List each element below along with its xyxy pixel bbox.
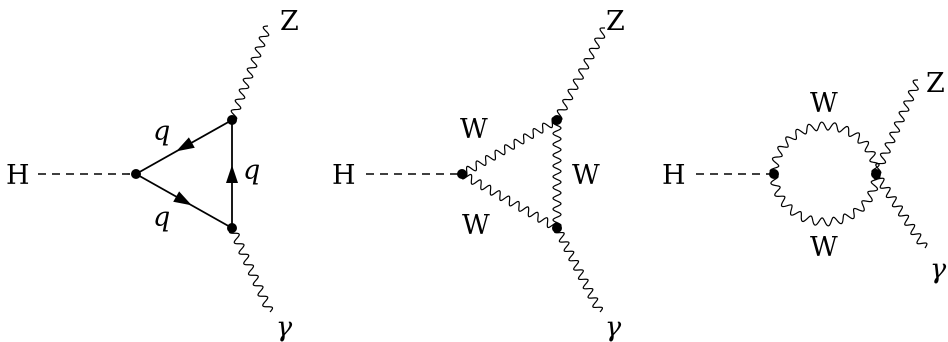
- label-photon: γ: [276, 312, 293, 342]
- label-z: Z: [280, 6, 299, 37]
- label-quark-lower: q: [153, 202, 170, 233]
- photon-line: [228, 227, 274, 313]
- label-photon: γ: [605, 312, 622, 342]
- label-higgs: H: [332, 160, 356, 191]
- vertex-upper: [552, 115, 562, 125]
- label-higgs: H: [662, 160, 686, 191]
- quark-arrow-right: [226, 165, 238, 183]
- label-w-lower: W: [810, 232, 838, 263]
- label-w-lower: W: [462, 210, 490, 241]
- diagram-w-triangle: H Z γ W W W: [332, 6, 625, 342]
- label-quark-right: q: [243, 155, 260, 186]
- w-boson-loop: [769, 121, 881, 227]
- vertex-lower: [227, 223, 237, 233]
- vertex-right: [871, 169, 881, 179]
- vertex-higgs: [131, 169, 141, 179]
- vertex-higgs: [769, 169, 779, 179]
- label-w-right: W: [572, 160, 600, 191]
- quark-arrow-upper: [176, 137, 195, 152]
- vertex-lower: [552, 223, 562, 233]
- diagram-w-bubble: H Z γ W W: [662, 68, 947, 285]
- photon-line: [873, 173, 928, 249]
- w-boson-line-lower: [461, 173, 558, 229]
- label-z: Z: [606, 6, 625, 37]
- label-higgs: H: [6, 160, 30, 191]
- z-boson-line: [556, 27, 606, 121]
- w-boson-line-upper: [461, 117, 558, 177]
- label-photon: γ: [930, 254, 947, 285]
- z-boson-line: [875, 79, 919, 175]
- quark-arrow-lower: [173, 191, 192, 206]
- z-boson-line: [230, 25, 270, 121]
- vertex-upper: [227, 115, 237, 125]
- w-boson-line-right: [552, 119, 562, 229]
- label-z: Z: [926, 68, 945, 99]
- label-w-upper: W: [810, 88, 838, 119]
- label-quark-upper: q: [153, 116, 170, 147]
- diagram-quark-loop: H Z γ q q q: [6, 6, 299, 342]
- label-w-upper: W: [460, 114, 488, 145]
- vertex-higgs: [457, 169, 467, 179]
- photon-line: [554, 227, 603, 313]
